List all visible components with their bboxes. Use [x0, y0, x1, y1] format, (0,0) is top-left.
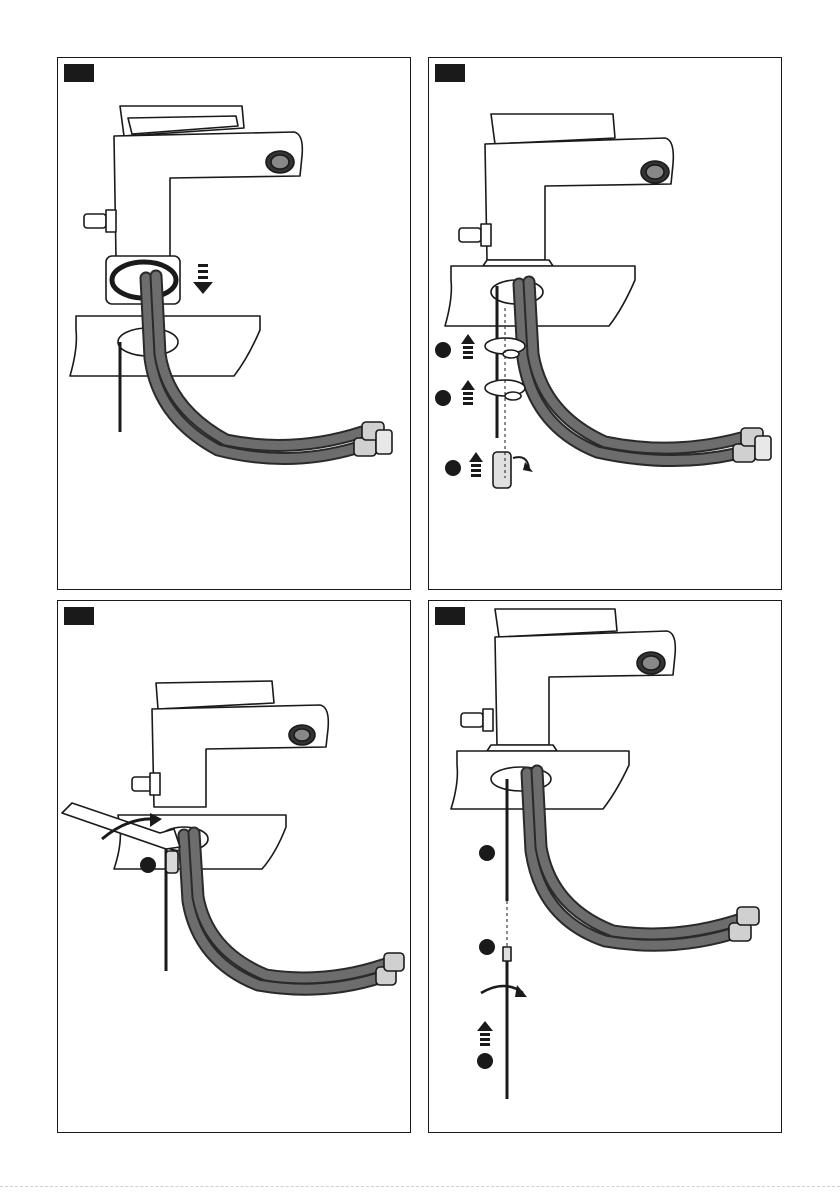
faucet-lever — [156, 681, 274, 709]
up-arrow-icon — [477, 1021, 493, 1046]
step-1-illustration — [58, 58, 412, 591]
step-4-illustration — [429, 601, 783, 1134]
fixing-nut — [166, 851, 178, 873]
down-arrow-icon — [193, 264, 213, 294]
up-arrow-icon — [461, 334, 483, 477]
faucet-lever — [120, 106, 244, 136]
faucet-body — [485, 138, 673, 260]
step-3-illustration — [58, 601, 412, 1134]
side-knob — [84, 214, 106, 228]
step-number-dot-icon — [140, 857, 156, 873]
faucet-body — [114, 132, 302, 258]
side-knob — [461, 713, 483, 727]
side-knob — [459, 228, 481, 242]
step-number-dot-icon — [435, 342, 461, 476]
side-knob — [132, 777, 152, 791]
faucet-body — [495, 631, 675, 745]
step-2-panel — [428, 57, 782, 590]
page-edge — [0, 1186, 840, 1187]
step-4-panel — [428, 600, 782, 1133]
step-3-panel — [57, 600, 411, 1133]
faucet-body — [152, 705, 328, 807]
rod-coupling — [503, 947, 511, 961]
step-2-illustration — [429, 58, 783, 591]
fixing-nut — [493, 452, 511, 488]
step-1-panel — [57, 57, 411, 590]
